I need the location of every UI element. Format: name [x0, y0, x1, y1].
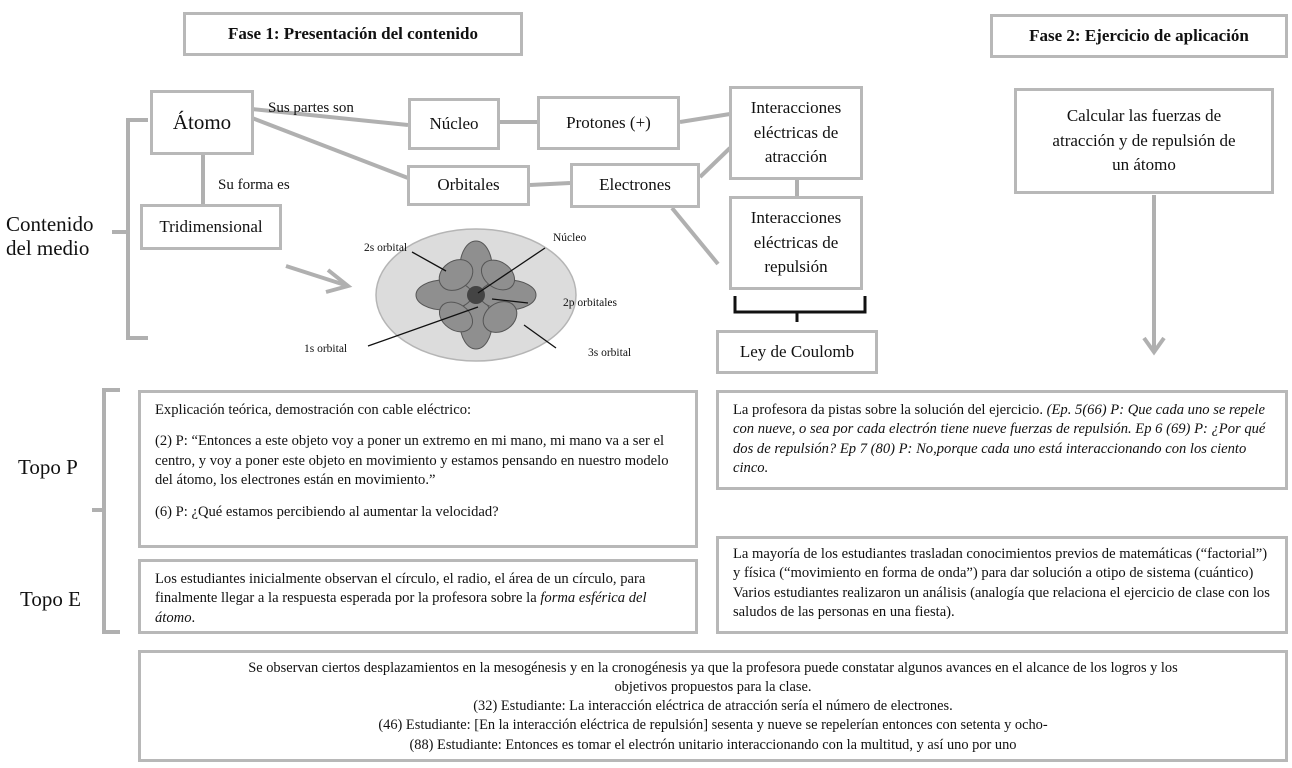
estudiantes-plain: Los estudiantes inicialmente observan el… [155, 571, 646, 607]
node-coulomb-label: Ley de Coulomb [739, 341, 855, 361]
panel-profesora: La profesora da pistas sobre la solución… [716, 390, 1288, 490]
atom-label-3s: 3s orbital [588, 347, 632, 359]
label-su-forma: Su forma es [218, 177, 290, 193]
mayoria-text: La mayoría de los estudiantes trasladan … [733, 546, 1268, 582]
node-coulomb: Ley de Coulomb [716, 330, 878, 374]
contenido-line-1: Contenido [6, 212, 94, 236]
profesora-plain: La profesora da pistas sobre la solución… [733, 402, 1047, 418]
node-orbitales: Orbitales [407, 165, 530, 206]
panel-explicacion: Explicación teórica, demostración con ca… [138, 390, 698, 548]
bottom-line-5: (88) Estudiante: Entonces es tomar el el… [409, 736, 1017, 753]
label-sus-partes: Sus partes son [268, 100, 354, 116]
atraccion-line-1: Interacciones [750, 98, 842, 118]
node-atomo-label: Átomo [172, 110, 232, 134]
repulsion-line-2: eléctricas de [753, 232, 839, 252]
node-atomo: Átomo [150, 90, 254, 155]
atraccion-line-2: eléctricas de [753, 122, 839, 142]
node-electrones-label: Electrones [599, 175, 671, 195]
bottom-line-2: objetivos propuestos para la clase. [614, 679, 812, 696]
explicacion-title: Explicación teórica, demostración con ca… [155, 402, 472, 418]
panel-estudiantes: Los estudiantes inicialmente observan el… [138, 559, 698, 634]
estudiantes-end: . [191, 609, 196, 626]
bottom-line-4: (46) Estudiante: [En la interacción eléc… [378, 717, 1048, 734]
side-label-topo-p: Topo P [18, 455, 78, 479]
node-tridimensional-label: Tridimensional [159, 216, 263, 236]
contenido-line-2: del medio [6, 236, 90, 261]
varios-text: Varios estudiantes realizaron un análisi… [733, 584, 1270, 621]
phase2-title: Fase 2: Ejercicio de aplicación [1029, 26, 1249, 45]
node-electrones: Electrones [570, 163, 700, 208]
node-calcular: Calcular las fuerzas de atracción y de r… [1014, 88, 1274, 194]
estudiantes-italic: forma esférica del átomo [155, 590, 647, 626]
bottom-line-1: Se observan ciertos desplazamientos en l… [248, 660, 1178, 676]
calcular-line-1: Calcular las fuerzas de [1066, 106, 1222, 126]
panel-bottom-summary: Se observan ciertos desplazamientos en l… [138, 650, 1288, 762]
repulsion-line-1: Interacciones [750, 208, 842, 228]
panel-mayoria: La mayoría de los estudiantes trasladan … [716, 536, 1288, 634]
node-nucleo: Núcleo [408, 98, 500, 150]
atom-illustration [367, 228, 577, 362]
phase1-header: Fase 1: Presentación del contenido [183, 12, 523, 56]
calcular-line-2: atracción y de repulsión de [1052, 130, 1236, 150]
profesora-text: La profesora da pistas sobre la solución… [733, 401, 1271, 479]
side-label-topo-e: Topo E [20, 587, 81, 611]
bottom-line-3: (32) Estudiante: La interacción eléctric… [473, 698, 953, 715]
side-label-contenido: Contenido del medio [6, 212, 94, 260]
estudiantes-text: Los estudiantes inicialmente observan el… [155, 570, 681, 628]
node-repulsion: Interacciones eléctricas de repulsión [729, 196, 863, 290]
atraccion-line-3: atracción [764, 147, 828, 167]
atom-label-2s: 2s orbital [364, 242, 408, 254]
atom-label-1s: 1s orbital [304, 343, 348, 355]
phase1-title: Fase 1: Presentación del contenido [228, 24, 478, 43]
atom-label-2p: 2p orbitales [563, 297, 617, 309]
node-protones-label: Protones (+) [566, 112, 651, 132]
phase2-header: Fase 2: Ejercicio de aplicación [990, 14, 1288, 58]
explicacion-quote: (2) P: “Entonces a este objeto voy a pon… [155, 433, 669, 489]
node-protones: Protones (+) [537, 96, 680, 150]
calcular-line-3: un átomo [1112, 155, 1176, 175]
atom-label-nucleo: Núcleo [553, 232, 587, 244]
profesora-italic: (Ep. 5(66) P: Que cada uno se repele con… [733, 402, 1266, 477]
explicacion-question: (6) P: ¿Qué estamos percibiendo al aumen… [155, 503, 499, 520]
node-orbitales-label: Orbitales [437, 175, 500, 195]
node-atraccion: Interacciones eléctricas de atracción [729, 86, 863, 180]
node-nucleo-label: Núcleo [429, 113, 479, 133]
node-tridimensional: Tridimensional [140, 204, 282, 250]
repulsion-line-3: repulsión [764, 257, 828, 277]
